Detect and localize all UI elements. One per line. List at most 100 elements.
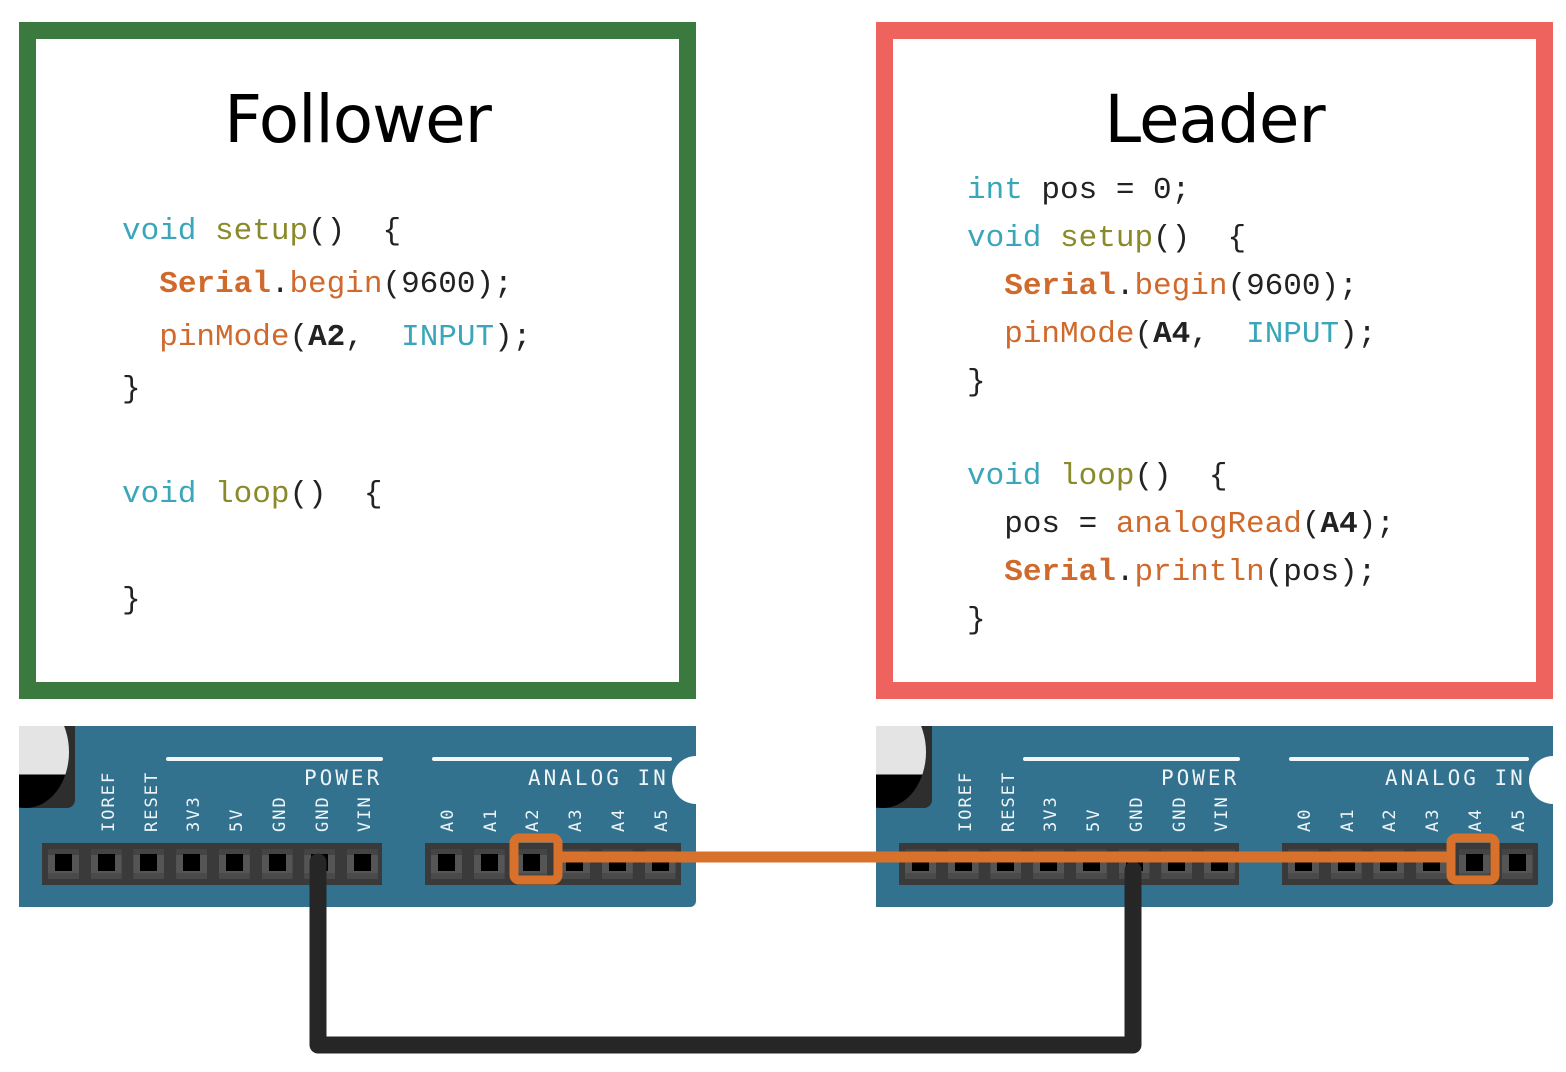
code-token: pinMode <box>1004 317 1135 352</box>
code-token: loop <box>215 477 290 512</box>
follower-code-panel: Follower void setup() { Serial.begin(960… <box>19 22 696 699</box>
code-line: Serial.println(pos); <box>967 555 1376 590</box>
header-pin[interactable] <box>42 843 85 885</box>
code-token: ( <box>1134 317 1154 352</box>
header-pin[interactable] <box>553 843 596 885</box>
pin-hole <box>268 854 286 871</box>
pin-label-5v: 5V <box>227 807 248 832</box>
leader-title: Leader <box>1104 81 1325 158</box>
code-token <box>1041 459 1060 494</box>
code-token: void <box>967 459 1042 494</box>
pin-hole <box>1082 854 1100 871</box>
follower-title: Follower <box>224 81 492 158</box>
header-pin[interactable] <box>85 843 128 885</box>
code-token: () { <box>289 477 383 512</box>
code-line: void setup() { <box>122 214 401 249</box>
code-line: } <box>122 372 141 407</box>
pin-hole <box>55 854 72 871</box>
pin-hole <box>608 854 626 871</box>
power-group-label: POWER <box>304 766 383 790</box>
code-token: ); <box>1357 507 1395 542</box>
header-pin[interactable] <box>639 843 682 885</box>
header-pin[interactable] <box>1410 843 1453 885</box>
code-token: , <box>1190 317 1247 352</box>
analog-group-rule <box>1289 757 1529 761</box>
code-line: void setup() { <box>967 221 1246 256</box>
pin-hole <box>1168 854 1186 871</box>
power-group-label: POWER <box>1161 766 1240 790</box>
header-pin[interactable] <box>1496 843 1539 885</box>
code-token: ); <box>1339 317 1377 352</box>
code-token: ( <box>289 320 309 355</box>
pin-label-a4: A4 <box>608 807 629 832</box>
pin-hole <box>1508 854 1526 871</box>
pin-hole <box>997 854 1015 871</box>
pin-label-a3: A3 <box>1423 807 1444 832</box>
board-mounting-notch <box>672 756 696 804</box>
header-pin[interactable] <box>1325 843 1368 885</box>
pin-hole <box>225 854 243 871</box>
header-pin[interactable] <box>596 843 639 885</box>
code-token: Serial <box>1004 555 1116 590</box>
code-token: () { <box>1153 221 1247 256</box>
header-pin[interactable] <box>1282 843 1325 885</box>
code-token: int <box>967 173 1023 208</box>
code-line: } <box>967 603 986 638</box>
pin-label-3v3: 3V3 <box>1041 795 1062 832</box>
header-pin[interactable] <box>1198 843 1241 885</box>
pin-hole <box>480 854 498 871</box>
code-token: () { <box>1134 459 1228 494</box>
pin-label-5v: 5V <box>1084 807 1105 832</box>
code-token: (pos); <box>1264 555 1377 590</box>
header-pin[interactable] <box>1070 843 1113 885</box>
code-token <box>967 555 1004 590</box>
header-pin[interactable] <box>984 843 1027 885</box>
code-token <box>1041 221 1060 256</box>
header-pin[interactable] <box>127 843 170 885</box>
pin-label-a1: A1 <box>480 807 501 832</box>
code-token: ( <box>1301 507 1321 542</box>
header-pin[interactable] <box>1113 843 1156 885</box>
header-pin[interactable] <box>942 843 985 885</box>
pin-label-a1: A1 <box>1337 807 1358 832</box>
pin-hole <box>1040 854 1058 871</box>
code-token: ); <box>494 320 532 355</box>
header-pin[interactable] <box>213 843 256 885</box>
code-token: void <box>122 214 197 249</box>
header-pin[interactable] <box>170 843 213 885</box>
code-line: pos = analogRead(A4); <box>967 507 1395 542</box>
header-pin[interactable] <box>1367 843 1410 885</box>
pin-label-3v3: 3V3 <box>184 795 205 832</box>
code-token <box>967 317 1004 352</box>
code-token: () { <box>308 214 402 249</box>
code-token: A2 <box>308 320 346 355</box>
header-pin[interactable] <box>298 843 341 885</box>
header-pin[interactable] <box>510 843 553 885</box>
pin-hole <box>566 854 584 871</box>
header-pin[interactable] <box>468 843 511 885</box>
header-pin[interactable] <box>341 843 384 885</box>
analog-group-label: ANALOG IN <box>1385 766 1526 790</box>
code-token: setup <box>1060 221 1154 256</box>
code-token: void <box>122 477 197 512</box>
pin-label-a0: A0 <box>1295 807 1315 832</box>
code-token: . <box>1115 269 1135 304</box>
pin-label-a5: A5 <box>651 807 672 832</box>
pin-label-a4: A4 <box>1465 807 1486 832</box>
header-pin[interactable] <box>1027 843 1070 885</box>
code-token: println <box>1134 555 1265 590</box>
code-token: INPUT <box>401 320 495 355</box>
code-token: pinMode <box>159 320 290 355</box>
power-jack-face <box>19 726 69 808</box>
header-pin[interactable] <box>425 843 468 885</box>
header-pin[interactable] <box>256 843 299 885</box>
header-pin[interactable] <box>899 843 942 885</box>
code-token: } <box>967 365 986 400</box>
header-pin[interactable] <box>1155 843 1198 885</box>
pin-hole <box>1380 854 1398 871</box>
pin-label-a2: A2 <box>523 807 544 832</box>
code-token: A4 <box>1153 317 1191 352</box>
pin-hole <box>1337 854 1355 871</box>
header-pin[interactable] <box>1453 843 1496 885</box>
